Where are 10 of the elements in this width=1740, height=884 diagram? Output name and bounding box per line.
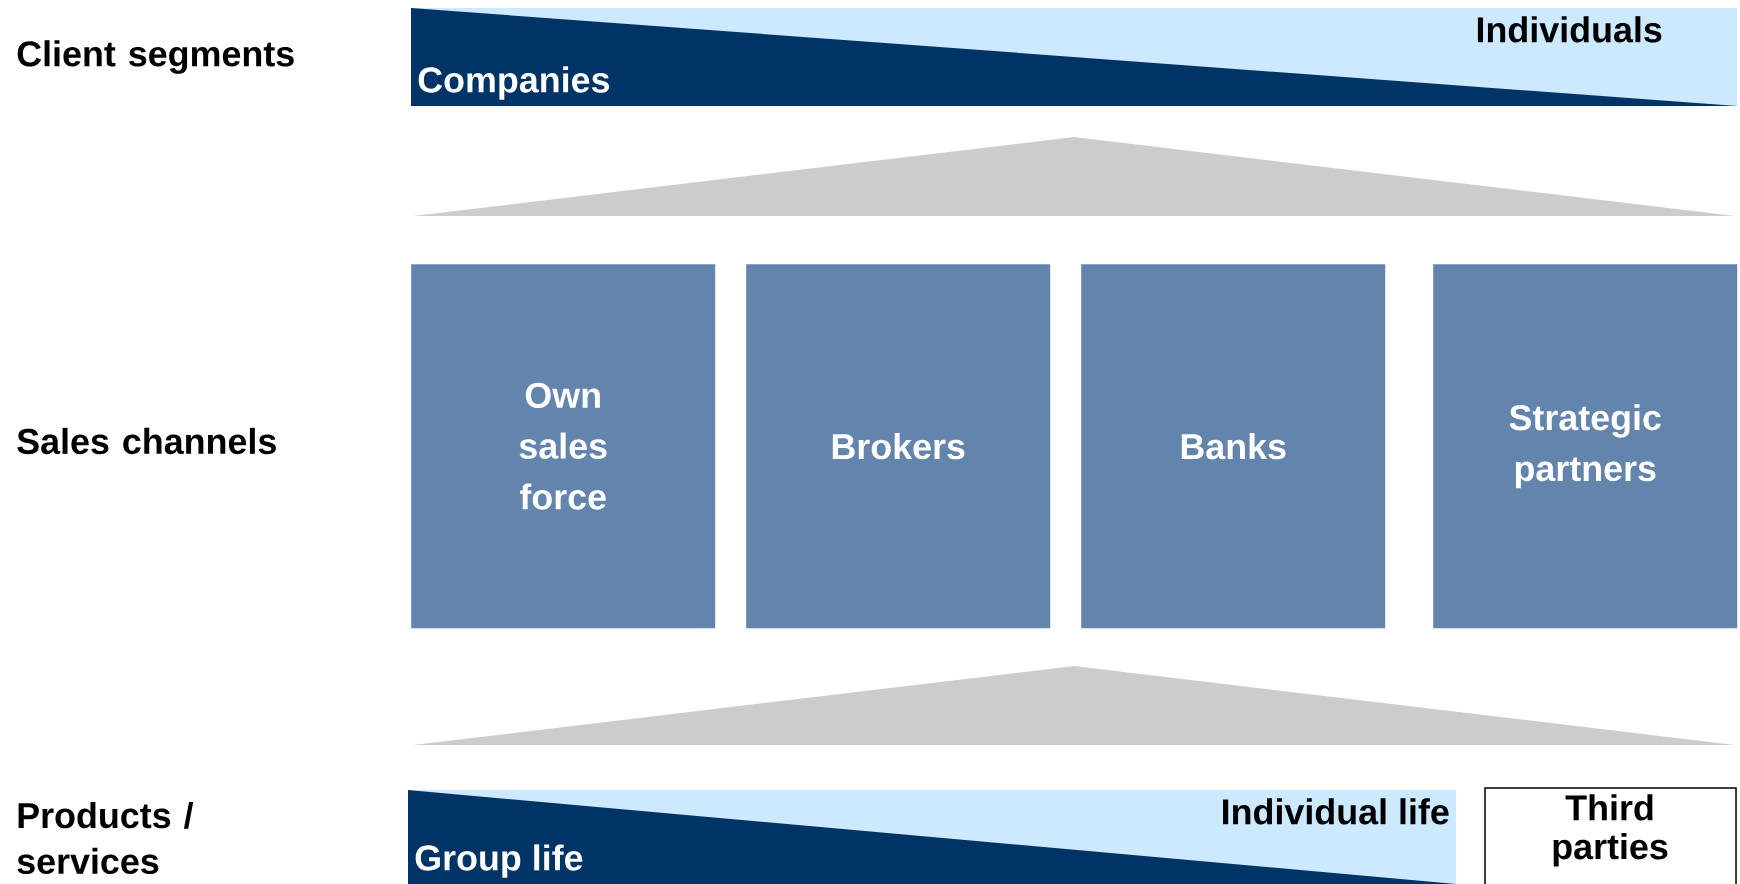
channel-box: Brokers	[746, 264, 1051, 629]
segment-band: Companies Individuals	[411, 8, 1737, 106]
row-label: Sales channels	[17, 427, 276, 455]
channel-box: Strategic partners	[1433, 264, 1738, 629]
channel-box: Banks	[1081, 264, 1386, 629]
segment-band: Group life Individual life	[408, 790, 1456, 884]
row-label: Products / services	[17, 801, 194, 875]
product-box: Third parties	[1484, 787, 1737, 884]
row-label: Client segments	[17, 40, 294, 74]
channel-box: Own sales force	[411, 264, 716, 629]
